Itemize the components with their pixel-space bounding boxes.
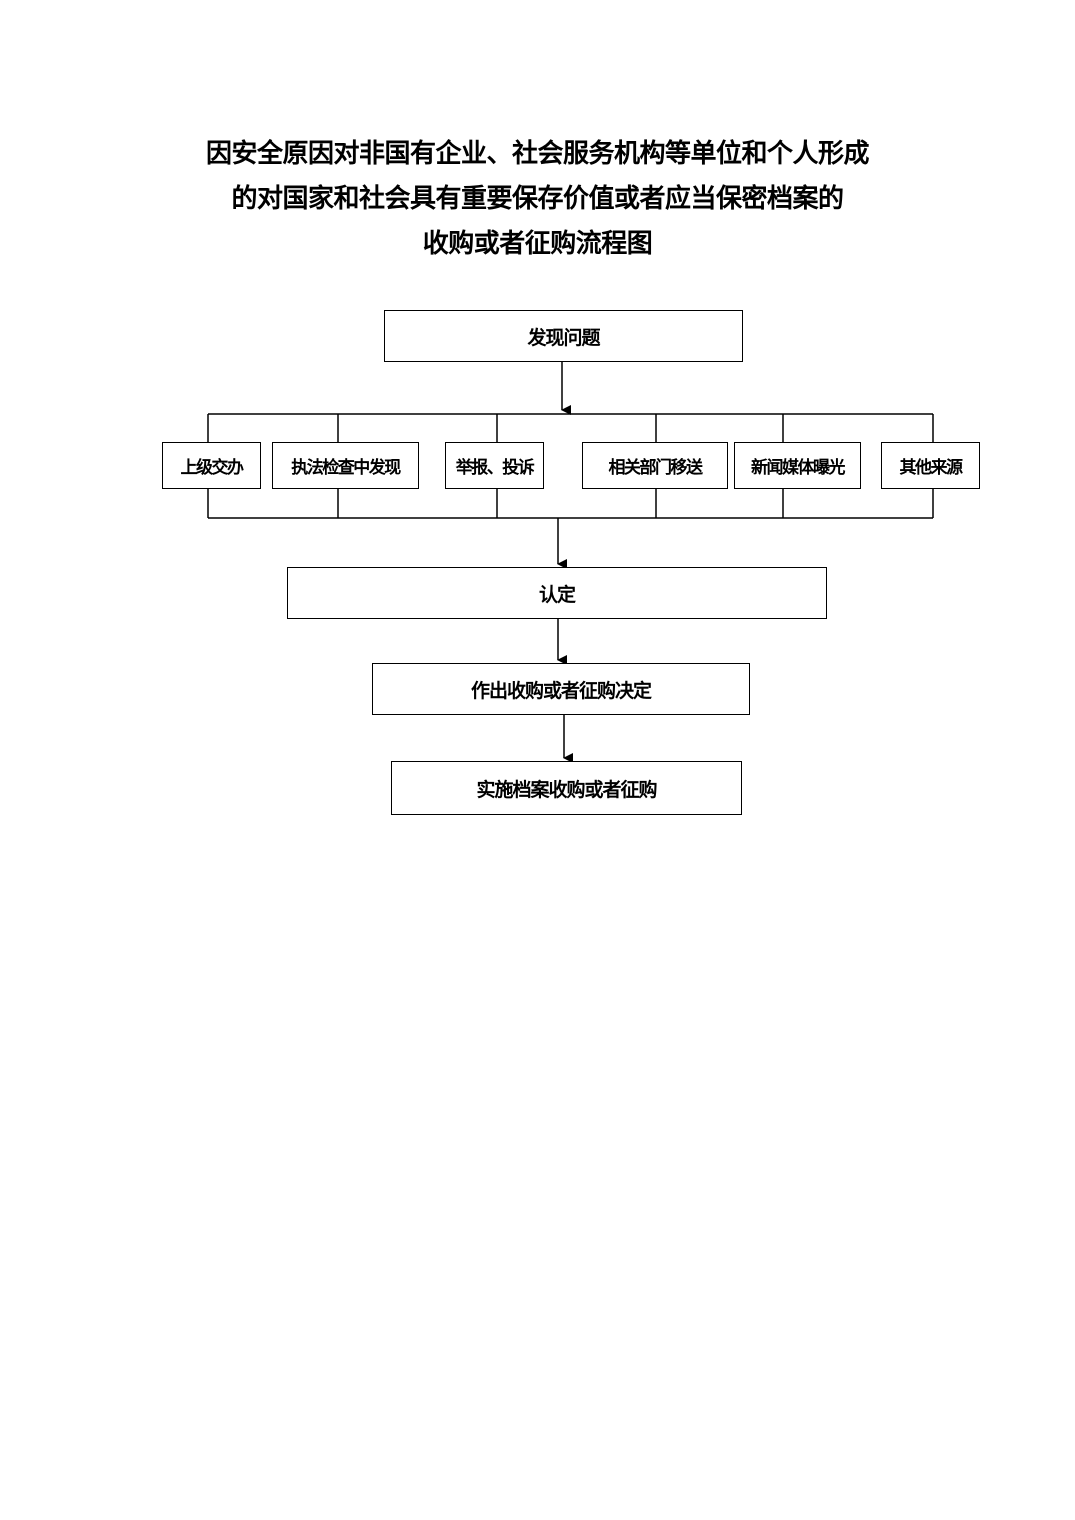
title-line-1: 因安全原因对非国有企业、社会服务机构等单位和个人形成 <box>205 139 870 169</box>
flowchart-title: 因安全原因对非国有企业、社会服务机构等单位和个人形成 的对国家和社会具有重要保存… <box>0 132 1075 267</box>
step-discover-label: 发现问题 <box>527 326 600 349</box>
step-implement: 实施档案收购或者征购 <box>391 761 742 815</box>
step-decide-label: 作出收购或者征购决定 <box>470 679 652 702</box>
source-label: 举报、投诉 <box>455 458 535 478</box>
step-implement-label: 实施档案收购或者征购 <box>476 778 657 801</box>
source-label: 相关部门移送 <box>608 458 704 478</box>
source-box-6: 其他来源 <box>881 442 980 489</box>
title-line-3: 收购或者征购流程图 <box>422 229 653 259</box>
title-line-2: 的对国家和社会具有重要保存价值或者应当保密档案的 <box>231 184 844 214</box>
source-label: 新闻媒体曝光 <box>751 458 846 478</box>
source-label: 执法检查中发现 <box>291 458 401 478</box>
source-box-1: 上级交办 <box>162 442 261 489</box>
step-decide: 作出收购或者征购决定 <box>372 663 750 715</box>
source-label: 上级交办 <box>180 458 245 478</box>
source-box-4: 相关部门移送 <box>582 442 728 489</box>
step-identify-label: 认定 <box>538 583 576 606</box>
source-label: 其他来源 <box>899 458 964 478</box>
step-identify: 认定 <box>287 567 827 619</box>
source-box-3: 举报、投诉 <box>445 442 544 489</box>
step-discover-problem: 发现问题 <box>384 310 743 362</box>
source-box-5: 新闻媒体曝光 <box>734 442 861 489</box>
source-box-2: 执法检查中发现 <box>272 442 419 489</box>
